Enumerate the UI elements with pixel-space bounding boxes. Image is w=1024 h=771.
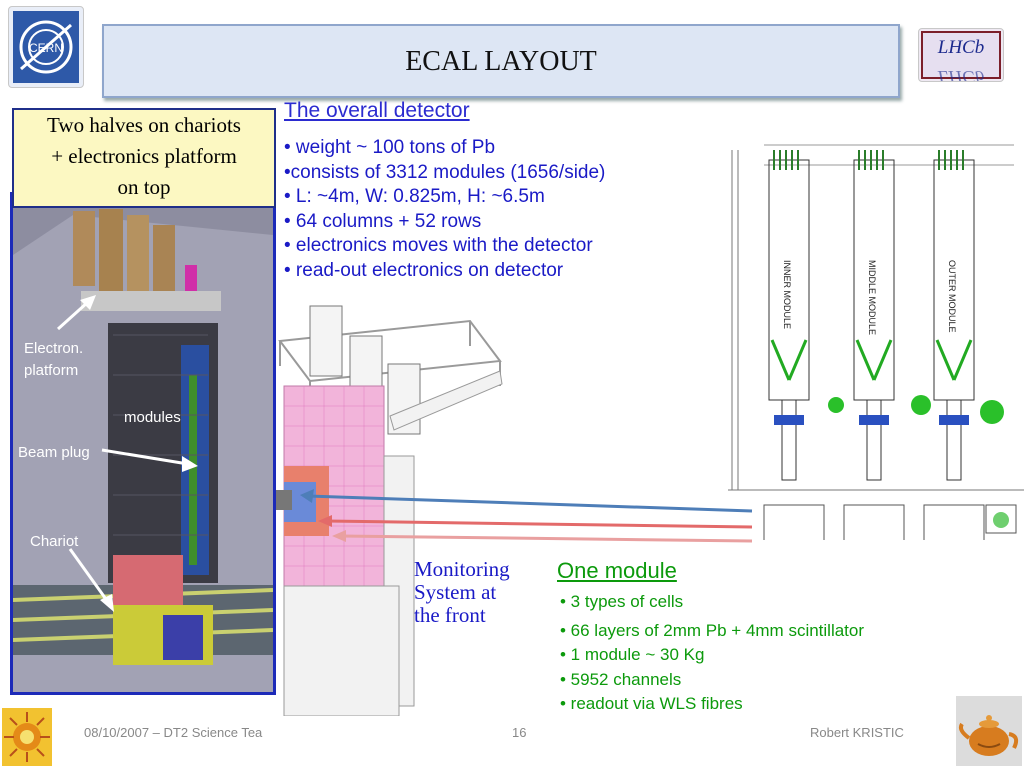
title-bar: ECAL LAYOUT bbox=[102, 24, 900, 98]
detector-photo-graphic bbox=[13, 195, 273, 692]
lhcb-logo: LHCb LHCb bbox=[918, 28, 1004, 87]
callout-line-1: Two halves on chariots bbox=[47, 113, 241, 137]
one-module-item: • 1 module ~ 30 Kg bbox=[560, 645, 705, 664]
sun-logo bbox=[2, 708, 52, 766]
detector-photo bbox=[10, 192, 276, 695]
callout-box: Two halves on chariots + electronics pla… bbox=[12, 108, 276, 208]
footer-author: Robert KRISTIC bbox=[810, 725, 904, 740]
svg-text:INNER MODULE: INNER MODULE bbox=[782, 260, 792, 329]
cern-logo-graphic: CERN bbox=[13, 11, 79, 83]
one-module-list: • 3 types of cells • 66 layers of 2mm Pb… bbox=[560, 590, 864, 717]
label-beam-plug: Beam plug bbox=[18, 444, 90, 461]
arrow-inner bbox=[307, 494, 753, 513]
callout-line-2: + electronics platform bbox=[51, 144, 237, 168]
one-module-item: • 3 types of cells bbox=[560, 592, 684, 611]
overall-item: • read-out electronics on detector bbox=[284, 259, 564, 281]
overall-list: • weight ~ 100 tons of Pb •consists of 3… bbox=[284, 136, 605, 283]
arrow-head-platform bbox=[80, 295, 96, 310]
label-modules: modules bbox=[124, 409, 181, 426]
sun-logo-icon bbox=[2, 708, 52, 766]
module-technical-drawing: INNER MODULE MIDDLE MODULE OUTER MODULE bbox=[724, 140, 1024, 540]
lhcb-logo-graphic: LHCb LHCb bbox=[921, 31, 1001, 87]
outer-module bbox=[933, 150, 1004, 481]
label-chariot: Chariot bbox=[30, 533, 79, 550]
label-electron-platform: Electron. platform bbox=[24, 340, 84, 379]
module-cross-sections bbox=[763, 504, 1017, 540]
overall-heading: The overall detector bbox=[284, 99, 470, 122]
svg-text:MIDDLE MODULE: MIDDLE MODULE bbox=[867, 260, 877, 335]
arrow-middle bbox=[325, 519, 753, 529]
footer-page-number: 16 bbox=[512, 725, 527, 740]
arrow-outer bbox=[339, 534, 753, 543]
arrow-head-chariot bbox=[100, 594, 114, 612]
inner-module bbox=[768, 150, 844, 481]
middle-module bbox=[853, 150, 931, 481]
connector-arrows bbox=[300, 489, 753, 543]
callout-line-3: on top bbox=[117, 175, 171, 199]
cern-logo: CERN bbox=[8, 6, 84, 88]
teapot-icon bbox=[956, 696, 1022, 766]
overall-item: • weight ~ 100 tons of Pb bbox=[284, 137, 496, 158]
svg-text:OUTER MODULE: OUTER MODULE bbox=[947, 260, 957, 333]
overall-item: • electronics moves with the detector bbox=[284, 235, 593, 256]
svg-text:LHCb: LHCb bbox=[937, 66, 984, 81]
detector-wall-drawing bbox=[276, 305, 503, 716]
one-module-heading: One module bbox=[557, 558, 677, 583]
overall-item: • L: ~4m, W: 0.825m, H: ~6.5m bbox=[284, 186, 545, 207]
photo-arrows bbox=[56, 295, 198, 612]
monitoring-caption: Monitoring System at the front bbox=[414, 557, 510, 627]
svg-text:LHCb: LHCb bbox=[937, 37, 984, 58]
one-module-item: • 66 layers of 2mm Pb + 4mm scintillator bbox=[560, 620, 865, 640]
one-module-item: • readout via WLS fibres bbox=[560, 694, 743, 713]
page-title: ECAL LAYOUT bbox=[405, 46, 597, 77]
svg-text:CERN: CERN bbox=[29, 41, 63, 55]
overall-item: • 64 columns + 52 rows bbox=[284, 210, 482, 232]
arrow-head-beam-plug bbox=[182, 456, 198, 472]
teapot-graphic bbox=[958, 715, 1019, 756]
one-module-item: • 5952 channels bbox=[560, 669, 682, 689]
overall-item: •consists of 3312 modules (1656/side) bbox=[284, 161, 606, 183]
footer-date: 08/10/2007 – DT2 Science Tea bbox=[84, 725, 263, 740]
